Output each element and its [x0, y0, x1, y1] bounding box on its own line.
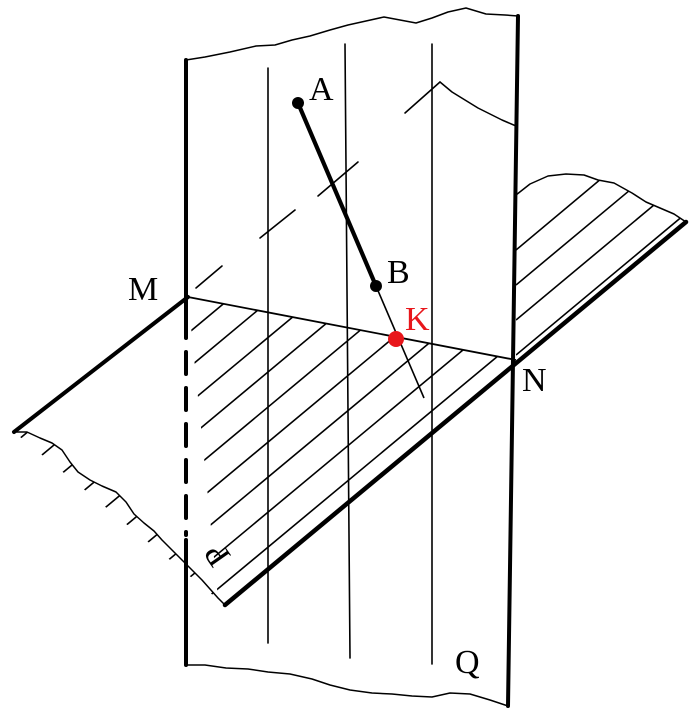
plane-p-wavy-edge-left [13, 431, 226, 606]
label-q: Q [455, 644, 480, 681]
plane-p-hatching-back [516, 174, 686, 362]
segment-ab [295, 100, 379, 289]
label-n: N [522, 362, 547, 399]
point-a [292, 97, 304, 109]
point-b [370, 280, 382, 292]
plane-p-upper-back-wavy [439, 81, 517, 127]
plane-p-hidden-segment-3 [195, 265, 223, 289]
plane-q-top-wavy-edge [185, 7, 519, 61]
plane-q-line-2 [344, 43, 351, 659]
label-k: K [405, 301, 430, 338]
intersection-line-mn [187, 296, 517, 361]
plane-p-hidden-segment-1 [317, 161, 359, 197]
plane-p-edge-left [12, 295, 190, 434]
plane-q [184, 7, 520, 708]
plane-p-edge-front [222, 219, 689, 608]
plane-p-upper-back-edge [404, 81, 441, 114]
plane-q-edge-right [506, 14, 520, 708]
label-m: M [128, 271, 158, 308]
point-k [388, 331, 404, 347]
plane-p [12, 81, 689, 608]
plane-p-wavy-edge-right [515, 173, 687, 223]
plane-q-bottom-wavy-edge [185, 664, 509, 707]
label-a: A [309, 71, 334, 108]
label-b: B [387, 254, 410, 291]
plane-p-hidden-segment-2 [259, 209, 296, 239]
